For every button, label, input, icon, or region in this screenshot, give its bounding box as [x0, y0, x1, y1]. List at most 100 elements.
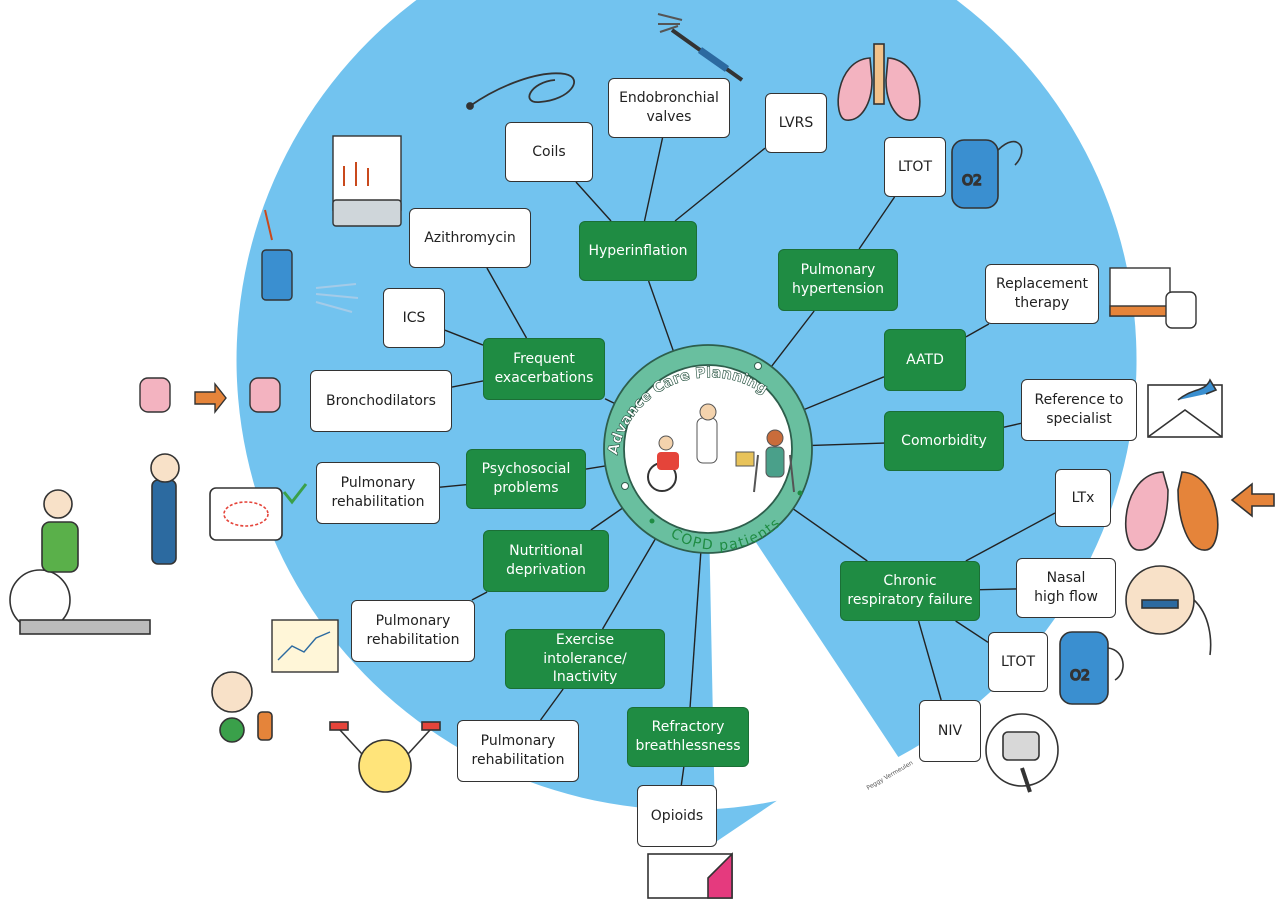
treatment-hyperinflation-1-label: Endobronchial valves: [619, 90, 719, 125]
arc-dot-right: [754, 362, 762, 370]
rehabilitation-scene-icon: [9, 453, 308, 635]
lungs-icon: [837, 43, 921, 121]
treatment-hyperinflation-1: Endobronchial valves: [608, 78, 730, 138]
connector-chronic-respiratory-failure-treatment-0: [965, 512, 1056, 562]
connector-hyperinflation-treatment-2: [674, 147, 766, 222]
treatment-nutritional-deprivation-0-label: Pulmonary rehabilitation: [366, 613, 460, 648]
treatment-chronic-respiratory-failure-3: NIV: [919, 700, 981, 762]
treatment-refractory-breathlessness-0-label: Opioids: [650, 807, 704, 824]
replacement-therapy-box-icon: [1109, 267, 1197, 329]
lung-transplant-icon: [1125, 471, 1275, 551]
nasal-high-flow-icon: [1125, 565, 1212, 656]
category-refractory-breathlessness-label: Refractory breathlessness: [635, 719, 741, 754]
category-hyperinflation: Hyperinflation: [579, 221, 697, 281]
connector-frequent-exacerbations-treatment-1: [444, 329, 484, 346]
connector-refractory-breathlessness-treatment-0: [680, 766, 685, 786]
category-psychosocial-problems-label: Psychosocial problems: [481, 461, 571, 496]
patients-illustration: [647, 403, 795, 493]
svg-text:O2: O2: [962, 173, 982, 189]
category-chronic-respiratory-failure: Chronic respiratory failure: [840, 561, 980, 621]
treatment-chronic-respiratory-failure-2-label: LTOT: [1001, 653, 1035, 670]
connector-comorbidity: [811, 442, 885, 447]
category-aatd-label: AATD: [906, 351, 944, 368]
treatment-pulmonary-hypertension-0: LTOT: [884, 137, 946, 197]
treatment-psychosocial-problems-0: Pulmonary rehabilitation: [316, 462, 440, 524]
treatment-chronic-respiratory-failure-0: LTx: [1055, 469, 1111, 527]
progress-chart-icon: [271, 619, 339, 673]
treatment-chronic-respiratory-failure-2: LTOT: [988, 632, 1048, 692]
treatment-pulmonary-hypertension-0-label: LTOT: [898, 158, 932, 175]
connector-exercise-intolerance: [601, 538, 657, 630]
svg-text:O2: O2: [1070, 668, 1090, 684]
connector-nutritional-deprivation-treatment-0: [471, 591, 488, 601]
connector-hyperinflation: [647, 280, 674, 352]
treatment-frequent-exacerbations-0: Azithromycin: [409, 208, 531, 268]
category-exercise-intolerance: Exercise intolerance/ Inactivity: [505, 629, 665, 689]
connector-psychosocial-problems: [585, 465, 606, 470]
category-aatd: AATD: [884, 329, 966, 391]
envelope-icon: [1147, 378, 1223, 438]
artist-signature: Peggy Vermeulen: [866, 759, 915, 791]
treatment-refractory-breathlessness-0: Opioids: [637, 785, 717, 847]
treatment-exercise-intolerance-0: Pulmonary rehabilitation: [457, 720, 579, 782]
treatment-nutritional-deprivation-0: Pulmonary rehabilitation: [351, 600, 475, 662]
treatment-comorbidity-0: Reference to specialist: [1021, 379, 1137, 441]
connector-chronic-respiratory-failure-treatment-3: [917, 620, 942, 701]
medication-packet-icon: [332, 135, 402, 227]
nutrition-icon: [211, 671, 273, 743]
connector-psychosocial-problems-treatment-0: [439, 483, 467, 488]
treatment-exercise-intolerance-0-label: Pulmonary rehabilitation: [471, 733, 565, 768]
category-pulmonary-hypertension-label: Pulmonary hypertension: [791, 262, 884, 297]
connector-hyperinflation-treatment-0: [575, 181, 612, 222]
connector-chronic-respiratory-failure-treatment-1: [979, 588, 1017, 591]
connector-exercise-intolerance-treatment-0: [540, 688, 564, 721]
dumbbell-exercise-icon: [329, 721, 441, 793]
treatment-chronic-respiratory-failure-3-label: NIV: [937, 722, 963, 739]
category-hyperinflation-label: Hyperinflation: [588, 242, 688, 259]
treatment-comorbidity-0-label: Reference to specialist: [1034, 392, 1124, 427]
connectors: [439, 137, 1056, 786]
treatment-chronic-respiratory-failure-1: Nasal high flow: [1016, 558, 1116, 618]
category-chronic-respiratory-failure-label: Chronic respiratory failure: [847, 573, 973, 608]
treatment-chronic-respiratory-failure-0-label: LTx: [1071, 489, 1095, 506]
oxygen-bottle-icon-bottom: O2: [1059, 631, 1124, 705]
connector-aatd-treatment-0: [965, 323, 990, 338]
treatment-aatd-0: Replacement therapy: [985, 264, 1099, 324]
connector-frequent-exacerbations-treatment-0: [486, 267, 528, 339]
category-pulmonary-hypertension: Pulmonary hypertension: [778, 249, 898, 311]
opioid-box-icon: [647, 852, 733, 899]
treatment-frequent-exacerbations-2: Bronchodilators: [310, 370, 452, 432]
treatment-hyperinflation-0-label: Coils: [532, 143, 566, 160]
inner-dot-left: [649, 518, 655, 524]
treatment-frequent-exacerbations-1: ICS: [383, 288, 445, 348]
inhaler-icon: [261, 209, 359, 313]
connector-nutritional-deprivation: [590, 507, 623, 531]
category-comorbidity: Comorbidity: [884, 411, 1004, 471]
connector-pulmonary-hypertension: [770, 310, 815, 367]
category-nutritional-deprivation: Nutritional deprivation: [483, 530, 609, 592]
connector-aatd: [803, 376, 885, 411]
coil-icon: [466, 72, 575, 110]
oxygen-bottle-icon-top: O2: [951, 139, 1023, 209]
connector-refractory-breathlessness: [689, 552, 702, 708]
category-exercise-intolerance-label: Exercise intolerance/ Inactivity: [543, 631, 627, 686]
connector-frequent-exacerbations-treatment-2: [451, 380, 484, 388]
connector-hyperinflation-treatment-1: [643, 137, 664, 222]
category-refractory-breathlessness: Refractory breathlessness: [627, 707, 749, 767]
category-comorbidity-label: Comorbidity: [901, 432, 987, 449]
category-frequent-exacerbations-label: Frequent exacerbations: [494, 351, 594, 386]
treatment-hyperinflation-2-label: LVRS: [778, 114, 814, 131]
treatment-frequent-exacerbations-2-label: Bronchodilators: [326, 392, 436, 409]
treatment-psychosocial-problems-0-label: Pulmonary rehabilitation: [331, 475, 425, 510]
connector-comorbidity-treatment-0: [1003, 422, 1022, 428]
connector-pulmonary-hypertension-treatment-0: [858, 196, 896, 250]
connector-chronic-respiratory-failure: [792, 508, 868, 562]
endobronchial-valve-icon: [657, 13, 744, 82]
treatment-frequent-exacerbations-0-label: Azithromycin: [424, 229, 516, 246]
connector-chronic-respiratory-failure-treatment-2: [955, 620, 989, 643]
treatment-chronic-respiratory-failure-1-label: Nasal high flow: [1034, 570, 1098, 605]
category-psychosocial-problems: Psychosocial problems: [466, 449, 586, 509]
category-frequent-exacerbations: Frequent exacerbations: [483, 338, 605, 400]
niv-mask-icon: [985, 713, 1059, 793]
arc-dot-left: [621, 482, 629, 490]
